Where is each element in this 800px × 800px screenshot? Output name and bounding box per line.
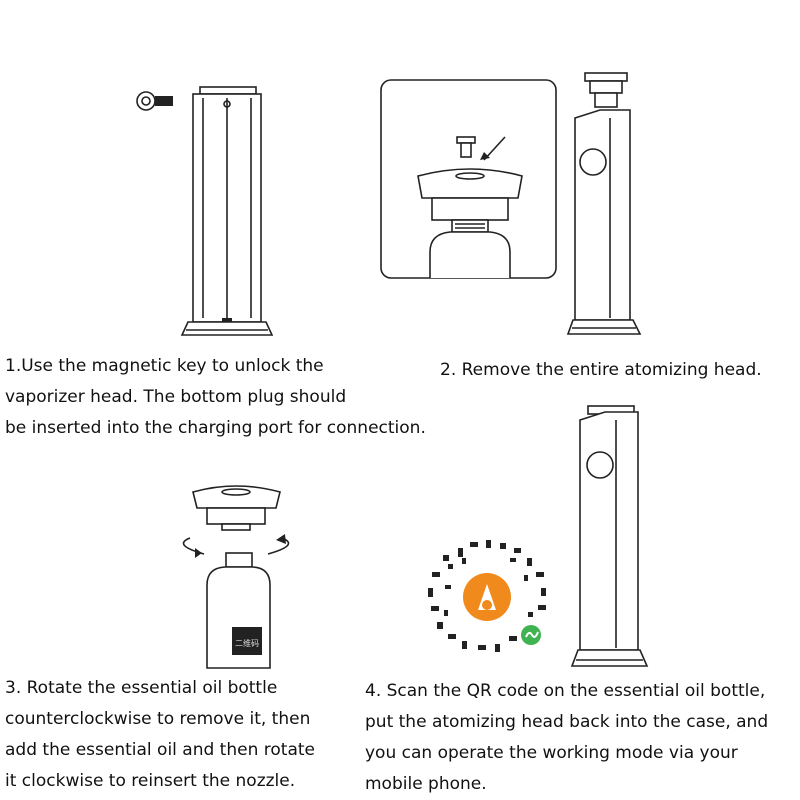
- step-4-instruction: 4. Scan the QR code on the essential oil…: [365, 681, 769, 794]
- bottle-label: 二维码: [235, 638, 259, 648]
- diffuser-device-closed: [180, 86, 274, 336]
- rotate-left-arrow-icon: [182, 537, 205, 555]
- atomizing-head-zoom-inset: [380, 79, 557, 279]
- step-1-instruction: 1.Use the magnetic key to unlock the vap…: [5, 356, 426, 438]
- diffuser-device-assembled: [570, 405, 649, 667]
- magnetic-key-icon: [136, 91, 173, 111]
- bottle-label-box: [232, 627, 262, 655]
- step-2-instruction: 2. Remove the entire atomizing head.: [440, 360, 762, 380]
- qr-code-icon: [425, 535, 549, 659]
- step-3-instruction: 3. Rotate the essential oil bottle count…: [5, 678, 315, 791]
- rotate-bottle-illustration: 二维码: [182, 485, 290, 669]
- diffuser-device-head-removed: [566, 72, 642, 335]
